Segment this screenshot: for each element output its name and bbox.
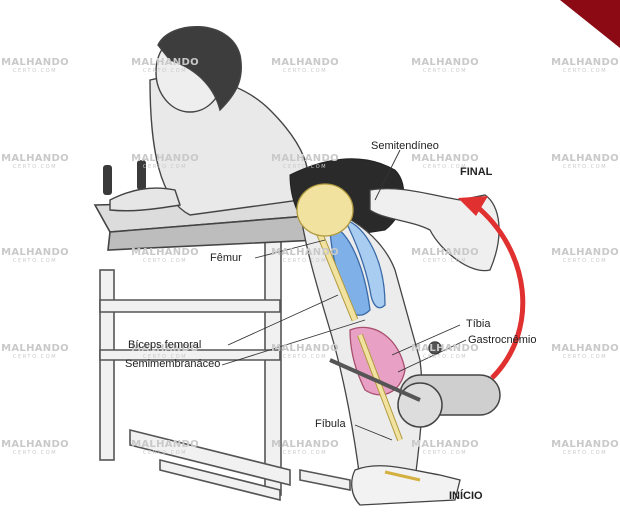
watermark-sub-text: CERTO.COM xyxy=(142,68,188,74)
watermark-main-text: MALHANDO xyxy=(1,439,69,450)
label-semimembranaceo: Semimembranáceo xyxy=(125,358,221,370)
watermark-sub-text: CERTO.COM xyxy=(422,258,468,264)
watermark-main-text: MALHANDO xyxy=(131,247,199,258)
watermark-sub-text: CERTO.COM xyxy=(422,68,468,74)
watermark-main-text: MALHANDO xyxy=(131,57,199,68)
watermark-sub-text: CERTO.COM xyxy=(282,354,328,360)
watermark-sub-text: CERTO.COM xyxy=(562,68,608,74)
watermark-main-text: MALHANDO xyxy=(411,153,479,164)
watermark-main-text: MALHANDO xyxy=(411,57,479,68)
watermark-main-text: MALHANDO xyxy=(551,153,619,164)
watermark-main-text: MALHANDO xyxy=(131,153,199,164)
watermark-main-text: MALHANDO xyxy=(551,57,619,68)
semitendineo-muscle xyxy=(343,219,386,309)
bench-handles xyxy=(103,160,146,195)
watermark-sub-text: CERTO.COM xyxy=(12,450,58,456)
leg-roller xyxy=(329,341,501,428)
watermark-sub-text: CERTO.COM xyxy=(12,258,58,264)
watermark-sub-text: CERTO.COM xyxy=(142,354,188,360)
corner-ribbon xyxy=(560,0,620,48)
watermark-main-text: MALHANDO xyxy=(131,343,199,354)
watermark-sub-text: CERTO.COM xyxy=(282,258,328,264)
label-semitendineo: Semitendíneo xyxy=(371,140,439,152)
watermark-sub-text: CERTO.COM xyxy=(142,258,188,264)
watermark-main-text: MALHANDO xyxy=(411,247,479,258)
watermark-main-text: MALHANDO xyxy=(1,343,69,354)
lifted-leg xyxy=(369,187,500,272)
watermark-main-text: MALHANDO xyxy=(411,343,479,354)
watermark-main-text: MALHANDO xyxy=(271,343,339,354)
watermark-main-text: MALHANDO xyxy=(271,153,339,164)
phase-inicio: INÍCIO xyxy=(449,490,483,502)
label-fibula: Fíbula xyxy=(315,418,346,430)
watermark-sub-text: CERTO.COM xyxy=(562,354,608,360)
label-femur: Fêmur xyxy=(210,252,242,264)
watermark-main-text: MALHANDO xyxy=(1,153,69,164)
bench-frame xyxy=(99,234,351,502)
watermark-sub-text: CERTO.COM xyxy=(282,164,328,170)
watermark-main-text: MALHANDO xyxy=(271,57,339,68)
watermark-main-text: MALHANDO xyxy=(131,439,199,450)
watermark-sub-text: CERTO.COM xyxy=(142,450,188,456)
label-tibia: Tíbia xyxy=(466,318,491,330)
watermark-sub-text: CERTO.COM xyxy=(12,164,58,170)
motion-arrow-icon xyxy=(473,203,526,380)
label-biceps-femoral: Bíceps femoral xyxy=(128,339,202,351)
watermark-sub-text: CERTO.COM xyxy=(142,164,188,170)
watermark-sub-text: CERTO.COM xyxy=(12,354,58,360)
watermark-main-text: MALHANDO xyxy=(551,343,619,354)
watermark-main-text: MALHANDO xyxy=(271,439,339,450)
watermark-main-text: MALHANDO xyxy=(551,247,619,258)
phase-final: FINAL xyxy=(460,166,493,178)
watermark-sub-text: CERTO.COM xyxy=(282,450,328,456)
watermark-sub-text: CERTO.COM xyxy=(562,450,608,456)
label-leader-lines xyxy=(221,149,467,441)
watermark-sub-text: CERTO.COM xyxy=(562,164,608,170)
watermark-main-text: MALHANDO xyxy=(271,247,339,258)
watermark-sub-text: CERTO.COM xyxy=(422,164,468,170)
working-leg xyxy=(296,183,423,481)
watermark-main-text: MALHANDO xyxy=(1,57,69,68)
arrow-head-icon xyxy=(458,196,488,216)
watermark-sub-text: CERTO.COM xyxy=(562,258,608,264)
label-gastrocnemio: Gastrocnêmio xyxy=(468,334,537,346)
watermark-sub-text: CERTO.COM xyxy=(422,354,468,360)
watermark-main-text: MALHANDO xyxy=(551,439,619,450)
shoe xyxy=(351,465,461,506)
watermark-sub-text: CERTO.COM xyxy=(422,450,468,456)
watermark-main-text: MALHANDO xyxy=(411,439,479,450)
watermark-main-text: MALHANDO xyxy=(1,247,69,258)
watermark-sub-text: CERTO.COM xyxy=(12,68,58,74)
person-figure xyxy=(109,26,309,216)
watermark-sub-text: CERTO.COM xyxy=(282,68,328,74)
